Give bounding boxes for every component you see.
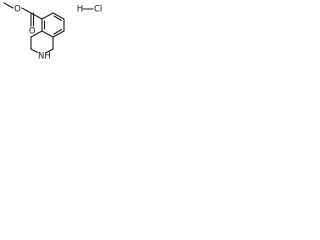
bond-c8a-c4a [41, 30, 54, 38]
bond-methyl-o [3, 2, 14, 9]
inner-double-bond-c8-c8a [53, 28, 63, 35]
chlorine-label: Cl [94, 5, 102, 15]
molecule-structure: O O NH H Cl [3, 2, 103, 62]
bond-c5-c6 [41, 12, 54, 20]
piperidine-ring: NH [30, 30, 54, 62]
bond-carbonyl-ring [30, 12, 43, 20]
carbonyl-oxygen-label: O [29, 27, 36, 37]
hydrogen-label: H [77, 5, 83, 15]
benzene-ring [41, 12, 65, 38]
ring-nitrogen-label: NH [38, 52, 51, 62]
bond-c4a-c4 [30, 30, 43, 38]
bond-c3-n [30, 48, 39, 54]
bond-c8-c8a [52, 30, 65, 38]
methyl-ester-group: O O [3, 2, 43, 37]
inner-double-bond-c6-c7 [53, 15, 63, 22]
ester-oxygen-label: O [14, 5, 21, 15]
bond-o-carbonyl [21, 7, 32, 14]
bond-n-c1 [45, 48, 54, 54]
bond-c6-c7 [52, 12, 65, 20]
hydrochloride-salt: H Cl [77, 5, 103, 15]
